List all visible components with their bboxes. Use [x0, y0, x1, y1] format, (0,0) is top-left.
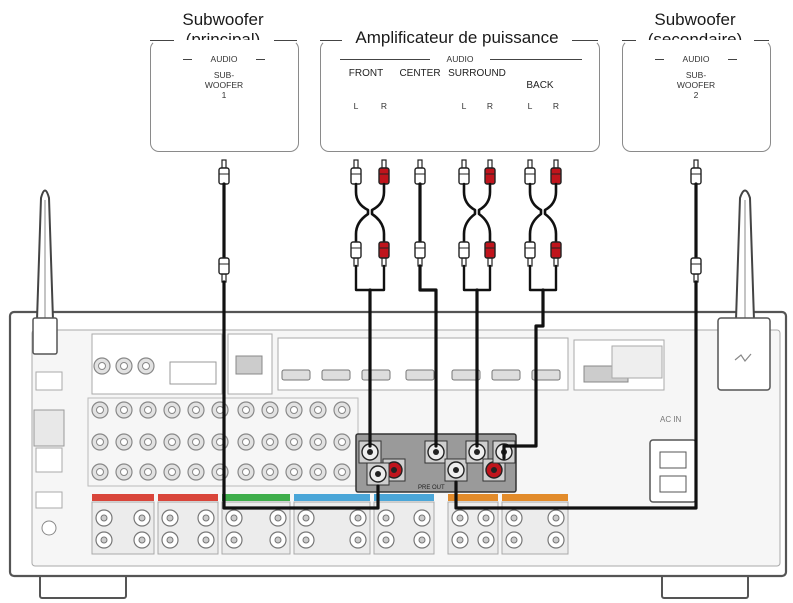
sw2-jack-label-line3: 2: [693, 90, 699, 100]
speaker-color-band: [502, 494, 568, 501]
hdmi-port-icon: [405, 369, 435, 381]
sw1-jack-label-line2: WOOFER: [204, 80, 244, 90]
amplifier-back-r-label: R: [552, 101, 560, 111]
surround-cable-bottom-plug-r-icon: [484, 241, 496, 267]
subwoofer-principal-title-line1: Subwoofer: [182, 10, 264, 29]
antenna-left-icon: [32, 189, 58, 355]
surround-cable-right-conductor: [477, 182, 492, 244]
speaker-color-band: [448, 494, 498, 501]
speaker-color-band: [374, 494, 434, 501]
hdmi-port-icon: [491, 369, 521, 381]
front-cable-bottom-plug-l-icon: [350, 241, 362, 267]
amplifier-surround-l-label: L: [461, 101, 467, 111]
sw1-cable-mid-plug-icon: [218, 257, 230, 283]
front-cable-top-plug-r-icon: [378, 159, 390, 185]
amplifier-surround-label: SURROUND: [448, 68, 506, 79]
sw2-jack-label-line1: SUB-: [685, 70, 707, 80]
hdmi-port-icon: [321, 369, 351, 381]
sw1-jack-label-line1: SUB-: [213, 70, 235, 80]
center-cable-top-plug-icon: [414, 159, 426, 185]
front-cable-top-plug-l-icon: [350, 159, 362, 185]
amplifier-back-l-label: L: [527, 101, 533, 111]
sw2-cable-top-plug-icon: [690, 159, 702, 185]
amplifier-center-label: CENTER: [399, 68, 441, 79]
back-cable-top-plug-r-icon: [550, 159, 562, 185]
front-cable-bottom-plug-r-icon: [378, 241, 390, 267]
antenna-right-icon: [717, 189, 771, 391]
speaker-color-band: [222, 494, 290, 501]
amplifier-audio-label: AUDIO: [446, 54, 474, 64]
hdmi-port-icon: [451, 369, 481, 381]
subwoofer-secondaire-audio-label: AUDIO: [682, 54, 710, 64]
front-cable-bottom-join: [354, 264, 386, 292]
av-receiver: [8, 189, 788, 599]
sw1-cable-top-plug-icon: [218, 159, 230, 185]
subwoofer-principal-jack-label: SUB- WOOFER 1: [194, 70, 254, 100]
pre-out-jacks: [358, 440, 516, 486]
amplifier-surround-r-label: R: [486, 101, 494, 111]
speaker-color-band: [294, 494, 370, 501]
cable-layer: [218, 159, 702, 510]
front-cable-left-conductor: [354, 182, 370, 244]
back-cable-top-plug-l-icon: [524, 159, 536, 185]
hdmi-port-icon: [361, 369, 391, 381]
sw1-jack-label-line3: 1: [221, 90, 227, 100]
sw2-cable-lower: [454, 280, 698, 510]
ac-inlet-icon: [649, 439, 697, 503]
surround-cable-top-plug-r-icon: [484, 159, 496, 185]
subwoofer-secondaire-jack-label: SUB- WOOFER 2: [666, 70, 726, 100]
back-cable-left-conductor: [528, 182, 543, 244]
speaker-terminal-strip: [91, 494, 569, 555]
speaker-color-band: [92, 494, 154, 501]
back-cable-route: [502, 288, 545, 460]
surround-cable-bottom-plug-l-icon: [458, 241, 470, 267]
amplifier-back-label: BACK: [526, 80, 554, 91]
center-cable-lower: [418, 264, 438, 448]
ac-in-label: AC IN: [660, 415, 682, 424]
surround-cable-top-plug-l-icon: [458, 159, 470, 185]
subwoofer-principal-audio-label: AUDIO: [210, 54, 238, 64]
amplifier-front-r-label: R: [380, 101, 388, 111]
power-amplifier-title: Amplificateur de puissance: [355, 28, 559, 47]
surround-cable-left-conductor: [462, 182, 477, 244]
front-cable-right-conductor: [370, 182, 386, 244]
sw2-cable-mid-plug-icon: [690, 257, 702, 283]
subwoofer-principal-panel: [150, 40, 299, 152]
back-cable-bottom-plug-l-icon: [524, 241, 536, 267]
subwoofer-secondaire-title-line1: Subwoofer: [654, 10, 736, 29]
sw2-jack-label-line2: WOOFER: [676, 80, 716, 90]
hdmi-port-icon: [281, 369, 311, 381]
amplifier-front-label: FRONT: [348, 68, 384, 79]
back-cable-bottom-join: [528, 264, 558, 292]
pre-out-label: PRE OUT: [418, 485, 445, 491]
center-cable-mid-plug-icon: [414, 241, 426, 267]
back-cable-bottom-plug-r-icon: [550, 241, 562, 267]
power-amplifier-panel: [320, 40, 600, 152]
sw1-cable-lower: [222, 280, 380, 510]
amplifier-front-l-label: L: [353, 101, 359, 111]
back-cable-right-conductor: [543, 182, 558, 244]
hdmi-port-icon: [531, 369, 561, 381]
hdmi-port-row: [281, 369, 561, 381]
speaker-color-band: [158, 494, 218, 501]
surround-cable-bottom-join: [462, 264, 492, 292]
subwoofer-secondaire-panel: [622, 40, 771, 152]
